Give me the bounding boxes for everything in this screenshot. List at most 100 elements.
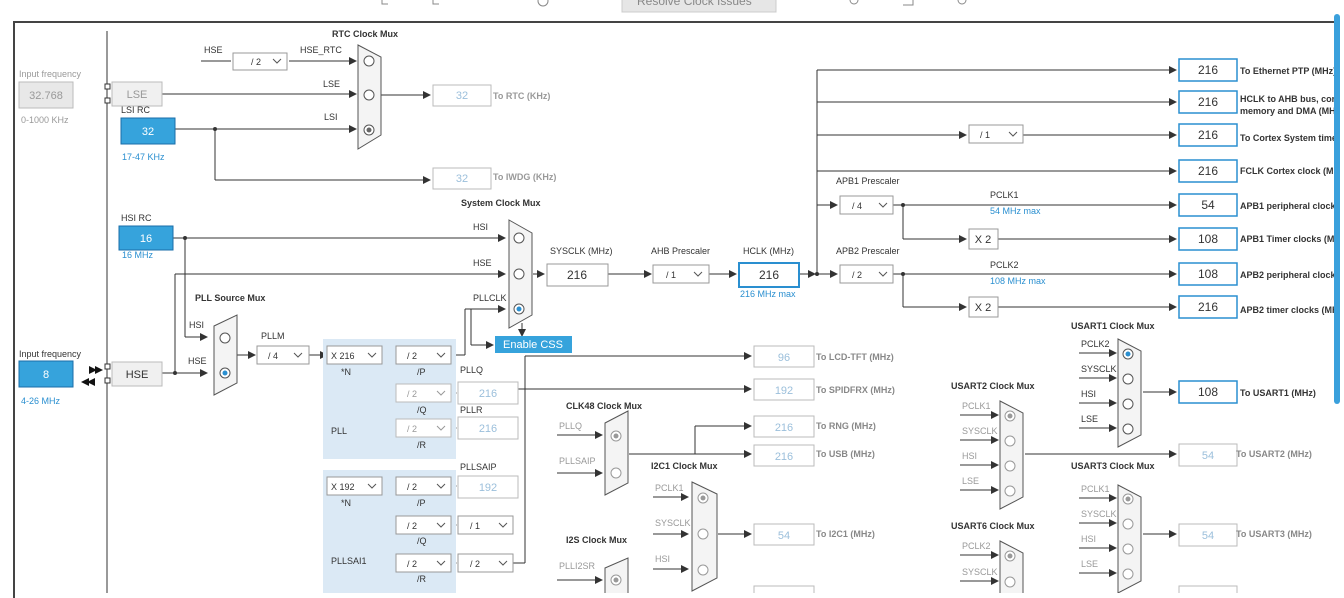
usart1-radio-hsi[interactable]	[1122, 398, 1134, 410]
usart1-mux-title: USART1 Clock Mux	[1071, 321, 1155, 331]
pllsai-r-select[interactable]	[395, 553, 452, 573]
usart1-radio-lse[interactable]	[1122, 423, 1134, 435]
output-apb2-timer-field[interactable]	[1178, 295, 1238, 319]
pll-n-select[interactable]	[326, 345, 383, 365]
usb-output-label: To USB (MHz)	[816, 449, 875, 459]
zoom-in-icon[interactable]	[849, 0, 859, 5]
usart3-radio-lse[interactable]	[1122, 568, 1134, 580]
vertical-scrollbar[interactable]	[1334, 14, 1340, 404]
pllsaip-output-field[interactable]	[457, 475, 519, 499]
usart3-radio-sysclk[interactable]	[1122, 518, 1134, 530]
pllsai-q2-select[interactable]	[457, 515, 514, 535]
iwdg-output-field[interactable]	[432, 167, 492, 190]
reset-icon[interactable]	[537, 0, 549, 7]
output-apb1-timer-field[interactable]	[1178, 227, 1238, 251]
hse-source-label: HSE	[126, 369, 149, 381]
undo-icon[interactable]	[381, 0, 388, 5]
pllr-output-field[interactable]	[457, 416, 519, 440]
chevron-down-icon	[1008, 131, 1018, 137]
lse-source-block[interactable]	[111, 81, 163, 107]
rtc-mux-radio-hse[interactable]	[363, 55, 375, 67]
ahb-prescaler-select[interactable]	[652, 264, 710, 284]
pllm-select[interactable]	[256, 345, 310, 365]
output-hclk-ahb-field[interactable]	[1178, 90, 1238, 114]
sysmux-pllclk-label: PLLCLK	[473, 293, 507, 303]
ahb-prescaler-value: / 1	[666, 270, 676, 280]
enable-css-button[interactable]	[495, 336, 572, 353]
usart1-radio-sysclk[interactable]	[1122, 373, 1134, 385]
output-fclk-field[interactable]	[1178, 159, 1238, 183]
pllsai-p-select[interactable]	[395, 476, 452, 496]
lse-input-frequency-field[interactable]	[18, 81, 74, 109]
usart3-radio-hsi[interactable]	[1122, 543, 1134, 555]
sysmux-radio-hse[interactable]	[513, 268, 525, 280]
i2c1-output-field[interactable]	[753, 523, 815, 546]
usart2-radio-hsi[interactable]	[1004, 460, 1016, 472]
clk48-clock-mux	[604, 410, 629, 496]
rtc-hse-divider-select[interactable]	[232, 52, 288, 71]
pll-src-radio-hsi[interactable]	[219, 332, 231, 344]
i2s-plli2sr-label: PLLI2SR	[559, 561, 596, 571]
rng-output-value: 216	[775, 422, 793, 434]
cortex-timer-divider-value: / 1	[980, 130, 990, 140]
clk48-radio-pllsaip[interactable]	[610, 467, 622, 479]
pll-q-select[interactable]	[395, 383, 452, 403]
output-cortex-timer-field[interactable]	[1178, 123, 1238, 147]
usart2-clock-mux	[999, 400, 1024, 510]
hsi-rc-field[interactable]	[118, 225, 174, 251]
apb1-prescaler-select[interactable]	[839, 195, 894, 215]
output-hclk-ahb-value: 216	[1198, 95, 1218, 109]
usart3-output-field[interactable]	[1178, 523, 1238, 547]
usart2-radio-lse[interactable]	[1004, 485, 1016, 497]
hse-input-frequency-field[interactable]	[18, 360, 74, 388]
sysmux-radio-hsi[interactable]	[513, 232, 525, 244]
pllsai-n-select[interactable]	[326, 476, 383, 496]
resolve-clock-issues-button[interactable]	[621, 0, 777, 13]
pllsai-q-select[interactable]	[395, 515, 452, 535]
apb2-prescaler-select[interactable]	[839, 264, 894, 284]
output-apb1-periph-field[interactable]	[1178, 193, 1238, 217]
rng-output-field[interactable]	[753, 415, 815, 438]
output-apb2-periph-field[interactable]	[1178, 262, 1238, 286]
cortex-timer-divider-select[interactable]	[968, 124, 1024, 144]
rtc-lsi-label: LSI	[324, 112, 338, 122]
pllq-label: PLLQ	[460, 365, 483, 375]
i2c1-radio-hsi[interactable]	[697, 564, 709, 576]
output-cortex-timer-value: 216	[1198, 128, 1218, 142]
usart1-output-field[interactable]	[1178, 380, 1238, 404]
usart3-clock-mux	[1117, 484, 1142, 593]
spdifrx-output-field[interactable]	[753, 378, 815, 401]
clk48-mux-title: CLK48 Clock Mux	[566, 401, 642, 411]
sysclk-field[interactable]	[546, 263, 609, 287]
rtc-mux-radio-lse[interactable]	[363, 89, 375, 101]
lse-input-frequency-label: Input frequency	[19, 69, 82, 79]
i2c1-radio-sysclk[interactable]	[697, 528, 709, 540]
hse-input-frequency-label: Input frequency	[19, 349, 82, 359]
usart2-radio-sysclk[interactable]	[1004, 435, 1016, 447]
pllsai-r2-select[interactable]	[457, 553, 514, 573]
usb-output-field[interactable]	[753, 444, 815, 467]
lcd-tft-output-field[interactable]	[753, 345, 815, 368]
output-ethernet-ptp-field[interactable]	[1178, 58, 1238, 82]
lcd-tft-output-label: To LCD-TFT (MHz)	[816, 352, 894, 362]
rtc-hse-label: HSE	[204, 45, 223, 55]
redo-icon[interactable]	[432, 0, 439, 5]
usart3-in-lse: LSE	[1081, 559, 1098, 569]
lsi-rc-field[interactable]	[120, 117, 176, 145]
output-fclk-value: 216	[1198, 164, 1218, 178]
pll-r-select[interactable]	[395, 418, 452, 438]
hse-source-block[interactable]	[111, 361, 163, 387]
hclk-label: HCLK (MHz)	[743, 246, 794, 256]
hclk-field[interactable]	[738, 262, 800, 288]
usart1-output-value: 108	[1198, 385, 1218, 399]
rtc-output-field[interactable]	[432, 84, 492, 107]
lsi-rc-value: 32	[142, 126, 154, 138]
lse-input-frequency-range: 0-1000 KHz	[21, 115, 69, 125]
fit-icon[interactable]	[903, 0, 914, 6]
pllq-output-field[interactable]	[457, 381, 519, 405]
pll-r-label: /R	[417, 440, 427, 450]
usart6-radio-sysclk[interactable]	[1004, 576, 1016, 588]
zoom-out-icon[interactable]	[957, 0, 967, 5]
pll-p-select[interactable]	[395, 345, 452, 365]
usart2-output-field[interactable]	[1178, 443, 1238, 467]
